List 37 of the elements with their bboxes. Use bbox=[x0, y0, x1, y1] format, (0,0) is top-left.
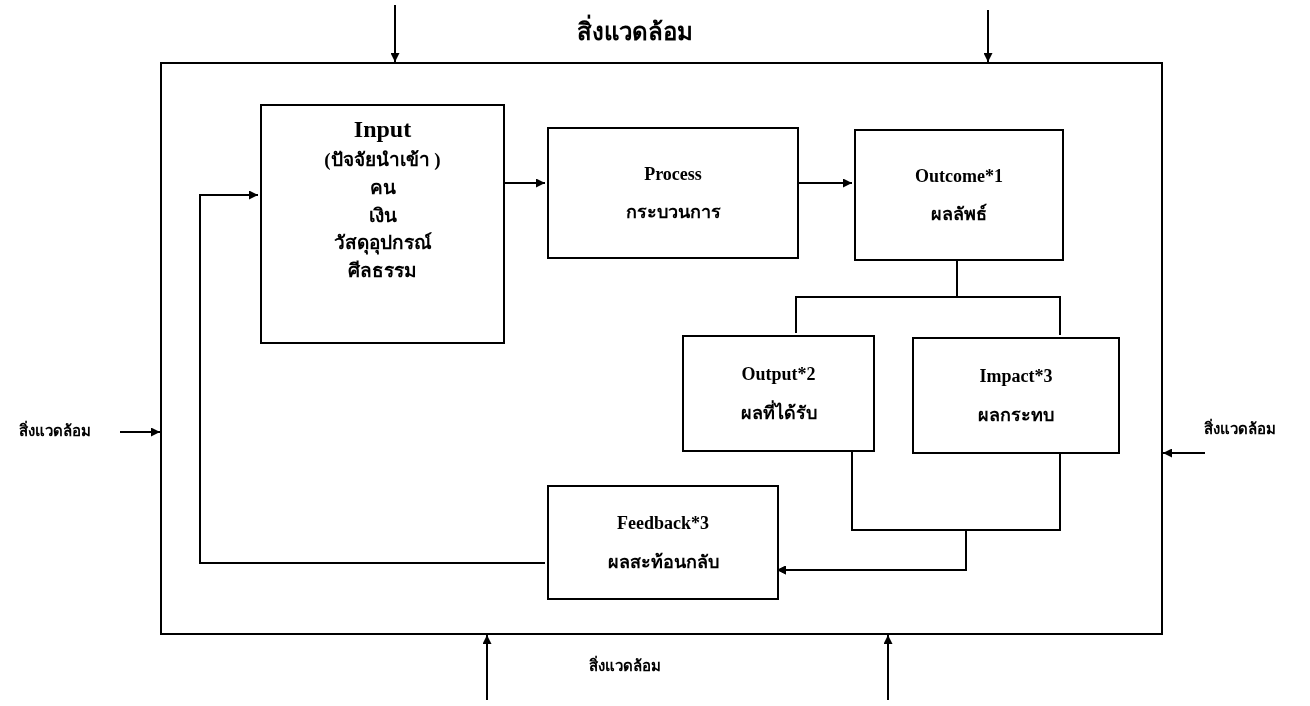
box-title: Outcome*1 bbox=[915, 164, 1003, 187]
arrow bbox=[502, 178, 546, 188]
box-title: Feedback*3 bbox=[617, 512, 709, 535]
arrow bbox=[983, 9, 993, 63]
box-text: ผลที่ได้รับ bbox=[740, 401, 817, 424]
arrow bbox=[119, 427, 161, 437]
box-title: Input bbox=[353, 115, 412, 144]
environment-label: สิ่งแวดล้อม bbox=[540, 14, 730, 50]
box-text: (ปัจจัยนำเข้า ) bbox=[324, 148, 441, 172]
process-box bbox=[547, 485, 779, 600]
arrow bbox=[776, 451, 1061, 575]
process-box bbox=[912, 337, 1120, 454]
box-text: ผลกระทบ bbox=[978, 403, 1054, 426]
arrow bbox=[1162, 448, 1206, 458]
arrow bbox=[796, 178, 853, 188]
box-text: ผลลัพธ์ bbox=[931, 203, 987, 226]
process-box bbox=[854, 129, 1064, 261]
environment-label: สิ่งแวดล้อม bbox=[1172, 418, 1308, 441]
box-text: วัสดุอุปกรณ์ bbox=[333, 231, 432, 255]
box-text: ผลสะท้อนกลับ bbox=[607, 550, 719, 573]
environment-label: สิ่งแวดล้อม bbox=[0, 420, 110, 443]
system-boundary-box bbox=[160, 62, 1163, 635]
arrow bbox=[199, 190, 546, 564]
box-text: กระบวนการ bbox=[625, 201, 721, 224]
arrow bbox=[883, 634, 893, 701]
box-title: Impact*3 bbox=[979, 365, 1053, 388]
arrow bbox=[390, 4, 400, 63]
process-box bbox=[260, 104, 505, 344]
process-box bbox=[547, 127, 799, 259]
box-text: คน bbox=[369, 175, 396, 200]
process-box bbox=[682, 335, 875, 452]
arrow bbox=[482, 634, 492, 701]
box-title: Process bbox=[644, 162, 702, 185]
box-text: เงิน bbox=[368, 203, 397, 228]
box-text: ศีลธรรม bbox=[348, 259, 417, 283]
environment-label: สิ่งแวดล้อม bbox=[560, 655, 690, 678]
box-title: Output*2 bbox=[741, 363, 816, 386]
